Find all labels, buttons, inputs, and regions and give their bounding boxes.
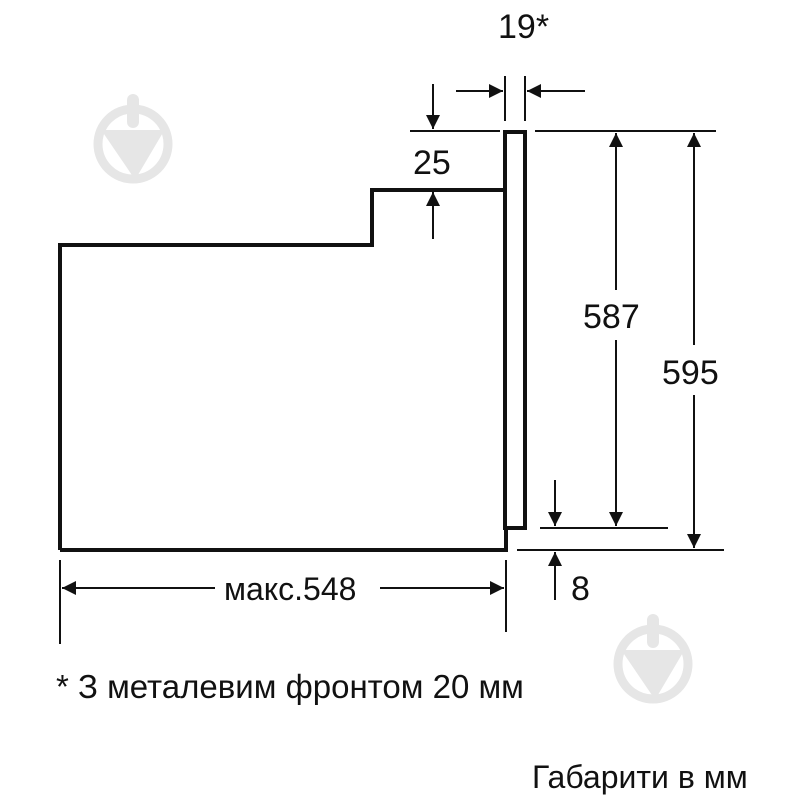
top-step-label: 25 xyxy=(413,144,451,182)
units-caption: Габарити в мм xyxy=(532,759,748,795)
trowel-watermark-icon xyxy=(613,614,693,704)
oven-door-panel xyxy=(503,130,527,530)
dimension-depth xyxy=(59,560,507,644)
bottom-gap-label: 8 xyxy=(571,570,590,608)
depth-label: макс.548 xyxy=(224,571,357,607)
dimension-top-step xyxy=(410,84,500,239)
footnote-metal-front: * З металевим фронтом 20 мм xyxy=(56,668,524,705)
trowel-watermark-icon xyxy=(93,94,173,184)
door-thickness-label: 19* xyxy=(498,8,550,46)
total-height-label: 595 xyxy=(662,354,719,392)
dimension-door-height xyxy=(540,133,668,529)
dimension-door-thickness xyxy=(456,76,585,121)
oven-body-outline xyxy=(58,188,508,552)
dimension-total-height xyxy=(517,133,724,551)
door-height-label: 587 xyxy=(583,298,640,336)
